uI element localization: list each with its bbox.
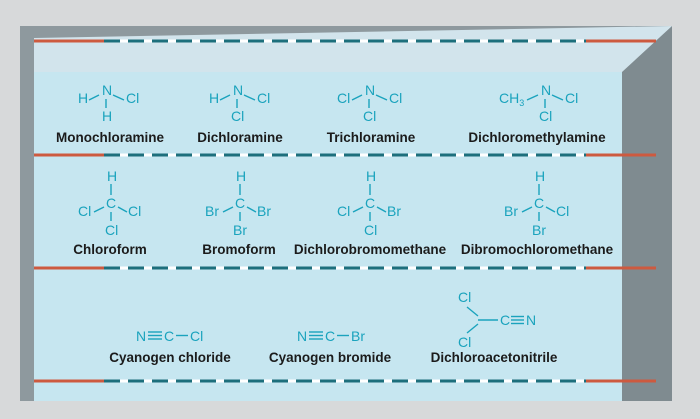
atom-center: C	[235, 195, 245, 211]
atom-right: Cl	[565, 90, 578, 106]
atom-top: H	[366, 168, 376, 184]
atom-left: Br	[504, 203, 518, 219]
structure-cyanogen-chloride: N C Cl	[136, 328, 203, 344]
compound-name: Dichloramine	[197, 130, 283, 145]
atom-right: Cl	[556, 203, 569, 219]
compound-name: Cyanogen chloride	[109, 350, 231, 365]
atom-bottom: Br	[233, 222, 247, 238]
atom-right: Cl	[126, 90, 139, 106]
atom-left: Cl	[337, 203, 350, 219]
atom-center: C	[534, 195, 544, 211]
atom-c: C	[500, 312, 510, 328]
atom-left: Cl	[78, 203, 91, 219]
bond	[88, 94, 100, 101]
bond	[246, 206, 257, 213]
structure-dichloroacetonitrile: Cl Cl C N	[458, 289, 536, 350]
compound-name: Dichloroacetonitrile	[431, 350, 558, 365]
atom-bottom: Cl	[231, 108, 244, 124]
shelf-base	[20, 401, 672, 419]
atom-x: Br	[351, 328, 365, 344]
shelf-lines	[34, 39, 656, 383]
bond	[526, 94, 539, 101]
structure-trichloramine: Cl N Cl Cl	[337, 82, 402, 124]
atom-right: Cl	[257, 90, 270, 106]
bond	[219, 94, 231, 101]
atom-right: Br	[387, 203, 401, 219]
compound-name: Trichloramine	[327, 130, 416, 145]
compound-name: Dichloromethylamine	[468, 130, 606, 145]
bond	[466, 323, 479, 334]
compound-name: Dichlorobromomethane	[294, 242, 447, 257]
compound-name: Dibromochloromethane	[461, 242, 614, 257]
atom-center: N	[541, 82, 551, 98]
bond	[93, 206, 105, 213]
atom-cl-top: Cl	[458, 289, 471, 305]
atom-bottom: Cl	[539, 108, 552, 124]
compound-name: Monochloramine	[56, 130, 164, 145]
atom-bottom: Cl	[364, 222, 377, 238]
atom-c: C	[325, 328, 335, 344]
atom-center: N	[233, 82, 243, 98]
bond	[112, 94, 125, 101]
structure-dichloramine: H N Cl Cl	[209, 82, 270, 124]
compound-name: Cyanogen bromide	[269, 350, 392, 365]
atom-left: H	[209, 90, 219, 106]
shelf-side-wall	[622, 26, 672, 401]
shelf-ceiling	[34, 26, 672, 72]
bond	[351, 94, 363, 101]
atom-right: Cl	[128, 203, 141, 219]
atom-cl-bottom: Cl	[458, 334, 471, 350]
atom-top: H	[236, 168, 246, 184]
atom-c: C	[164, 328, 174, 344]
bond	[352, 206, 364, 213]
shelf-back-panel	[34, 72, 622, 401]
atom-right: Br	[257, 203, 271, 219]
compound-name: Chloroform	[73, 242, 147, 257]
bond	[376, 206, 387, 213]
atom-center: C	[106, 195, 116, 211]
bond	[545, 206, 556, 213]
structure-monochloramine: H N Cl H	[78, 82, 139, 124]
atom-left: H	[78, 90, 88, 106]
atom-center: N	[365, 82, 375, 98]
bond	[466, 306, 479, 317]
atom-n: N	[297, 328, 307, 344]
atom-bottom: Cl	[363, 108, 376, 124]
structure-chloroform: H Cl C Cl Cl	[78, 168, 141, 238]
atom-n: N	[526, 312, 536, 328]
atom-center: N	[102, 82, 112, 98]
atom-n: N	[136, 328, 146, 344]
atom-left: CH3	[499, 90, 524, 108]
atom-center: C	[365, 195, 375, 211]
bond	[243, 94, 256, 101]
trihalomethane-row: H Cl C Cl Cl Chloroform H Br C Br Br Bro…	[73, 168, 613, 257]
atom-left: Br	[205, 203, 219, 219]
atom-right: Cl	[389, 90, 402, 106]
structure-dibromochloromethane: H Br C Cl Br	[504, 168, 569, 238]
bond	[551, 94, 564, 101]
bond	[222, 206, 234, 213]
chloramine-row: H N Cl H Monochloramine H N Cl Cl Dichlo…	[56, 82, 606, 145]
compound-name: Bromoform	[202, 242, 276, 257]
atom-bottom: H	[102, 108, 112, 124]
structure-bromoform: H Br C Br Br	[205, 168, 271, 238]
nitrile-row: N C Cl Cyanogen chloride N C Br Cyanogen…	[109, 289, 558, 365]
structure-cyanogen-bromide: N C Br	[297, 328, 365, 344]
atom-bottom: Cl	[105, 222, 118, 238]
bond	[117, 206, 128, 213]
atom-top: H	[107, 168, 117, 184]
atom-bottom: Br	[532, 222, 546, 238]
atom-top: H	[535, 168, 545, 184]
structure-dichloromethylamine: CH3 N Cl Cl	[499, 82, 578, 124]
atom-left: Cl	[337, 90, 350, 106]
bond	[375, 94, 388, 101]
atom-x: Cl	[190, 328, 203, 344]
bond	[521, 206, 533, 213]
structure-dichlorobromomethane: H Cl C Br Cl	[337, 168, 401, 238]
